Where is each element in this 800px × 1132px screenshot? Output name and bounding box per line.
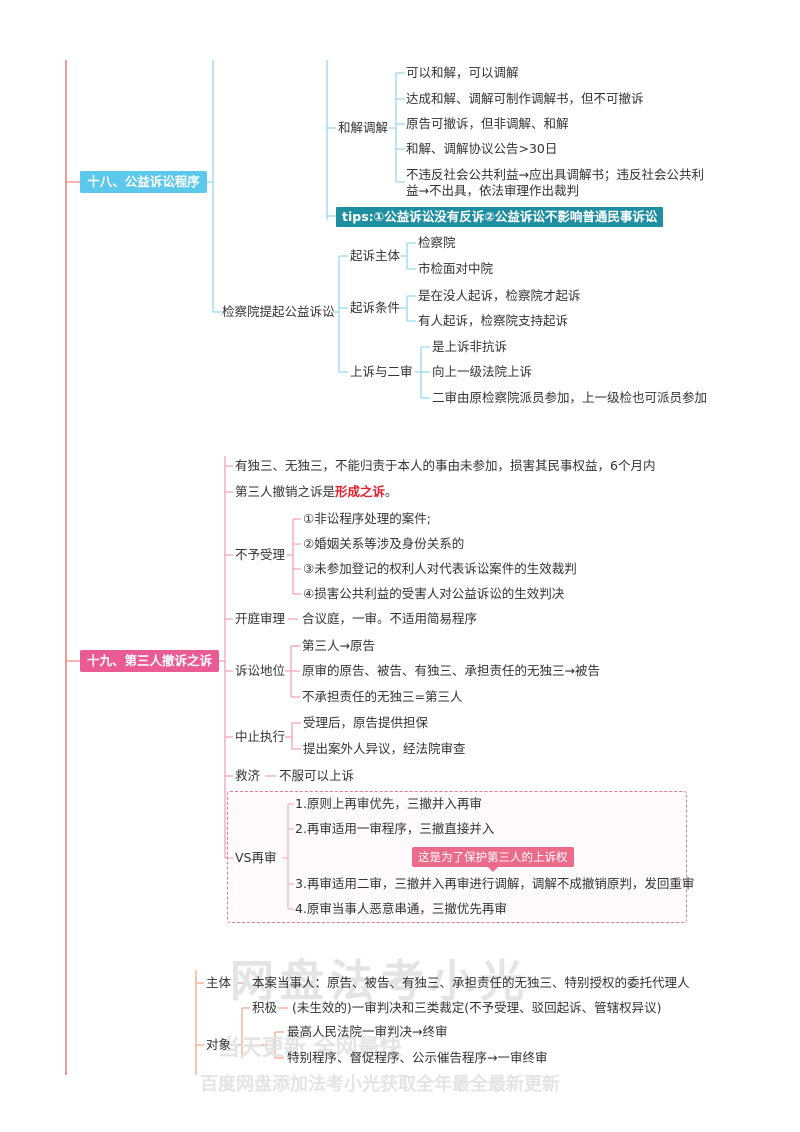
jiuji-node[interactable]: 救济 — [235, 768, 261, 783]
s19-item-2-post: 。 — [385, 484, 398, 499]
qisu-zhuti-item-1: 检察院 — [418, 235, 456, 250]
hejie-node[interactable]: 和解调解 — [338, 120, 389, 135]
diwei-item-1: 第三人→原告 — [302, 638, 375, 653]
qisu-tiaojian-item-1: 是在没人起诉，检察院才起诉 — [418, 288, 581, 303]
kaiting-value: 合议庭，一审。不适用简易程序 — [302, 611, 478, 626]
s20-duixiang-node[interactable]: 对象 — [206, 1037, 232, 1052]
s19-item-1: 有独三、无独三，不能归责于本人的事由未参加，损害其民事权益，6个月内 — [235, 458, 656, 473]
hejie-item-2: 达成和解、调解可制作调解书，但不可撤诉 — [406, 91, 644, 106]
s19-item-2-highlight: 形成之诉 — [335, 484, 386, 499]
s19-item-2: 第三人撤销之诉是形成之诉。 — [235, 484, 398, 500]
qisu-tiaojian-item-2: 有人起诉，检察院支持起诉 — [418, 313, 569, 328]
shangsu-item-3: 二审由原检察院派员参加，上一级检也可派员参加 — [432, 390, 708, 405]
watermark-bottom: 百度网盘添加法考小光获取全年最全最新更新 — [200, 1074, 560, 1095]
vs-item-2: 2.再审适用一审程序，三撤直接并入 — [295, 821, 495, 836]
vs-item-1: 1.原则上再审优先，三撤并入再审 — [295, 796, 482, 811]
vs-item-3: 3.再审适用二审，三撤并入再审进行调解，调解不成撤销原判，发回重审 — [295, 876, 695, 891]
qisu-tiaojian-node[interactable]: 起诉条件 — [350, 300, 401, 315]
hejie-item-3: 原告可撤诉，但非调解、和解 — [406, 116, 569, 131]
s20-duixiang-item-2: 特别程序、督促程序、公示催告程序→一审终审 — [287, 1050, 548, 1065]
buyu-item-1: ①非讼程序处理的案件; — [303, 511, 431, 526]
tips-banner: tips:①公益诉讼没有反诉②公益诉讼不影响普通民事诉讼 — [336, 207, 664, 227]
diwei-node[interactable]: 诉讼地位 — [235, 663, 286, 678]
hejie-item-1: 可以和解，可以调解 — [406, 65, 519, 80]
s20-zhuti-value: 本案当事人：原告、被告、有独三、承担责任的无独三、特别授权的委托代理人 — [252, 975, 690, 990]
vs-callout: 这是为了保护第三人的上诉权 — [412, 847, 574, 872]
s19-item-2-pre: 第三人撤销之诉是 — [235, 484, 336, 499]
s20-jiji-node[interactable]: 积极 — [252, 1000, 278, 1015]
zhongzhi-item-1: 受理后，原告提供担保 — [303, 715, 429, 730]
shangsu-item-1: 是上诉非抗诉 — [432, 339, 508, 354]
buyu-item-3: ③未参加登记的权利人对代表诉讼案件的生效裁判 — [303, 561, 577, 576]
diwei-item-3: 不承担责任的无独三=第三人 — [302, 689, 463, 704]
s20-jiji-value: (未生效的)一审判决和三类裁定(不予受理、驳回起诉、管辖权异议) — [292, 1000, 662, 1015]
shangsu-node[interactable]: 上诉与二审 — [350, 364, 413, 379]
buyu-item-4: ④损害公共利益的受害人对公益诉讼的生效判决 — [303, 586, 565, 601]
zhongzhi-item-2: 提出案外人异议，经法院审查 — [303, 741, 466, 756]
vs-node[interactable]: VS再审 — [235, 850, 277, 865]
s20-duixiang-item-1: 最高人民法院一审判决→终审 — [287, 1024, 448, 1039]
vs-item-4: 4.原审当事人恶意串通，三撤优先再审 — [295, 901, 507, 916]
section-18-node[interactable]: 十八、公益诉讼程序 — [80, 171, 207, 193]
watermark-mid: 当天更新 全网最快 — [218, 1036, 402, 1061]
watermark-large: 网盘法考小光 — [230, 956, 530, 1007]
buyu-item-2: ②婚姻关系等涉及身份关系的 — [303, 536, 465, 551]
hejie-item-4: 和解、调解协议公告>30日 — [406, 141, 558, 156]
qisu-zhuti-item-2: 市检面对中院 — [418, 261, 494, 276]
jiuji-value: 不服可以上诉 — [279, 768, 355, 783]
shangsu-item-2: 向上一级法院上诉 — [432, 364, 533, 379]
qisu-zhuti-node[interactable]: 起诉主体 — [350, 248, 401, 263]
zhongzhi-node[interactable]: 中止执行 — [235, 729, 286, 744]
s20-zhuti-node[interactable]: 主体 — [206, 975, 232, 990]
jianchayuan-node[interactable]: 检察院提起公益诉讼 — [222, 304, 335, 319]
section-19-node[interactable]: 十九、第三人撤诉之诉 — [80, 650, 219, 672]
diwei-item-2: 原审的原告、被告、有独三、承担责任的无独三→被告 — [302, 663, 600, 678]
kaiting-node[interactable]: 开庭审理 — [235, 611, 286, 626]
buyu-node[interactable]: 不予受理 — [235, 547, 286, 562]
hejie-item-5: 不违反社会公共利益→应出具调解书；违反社会公共利益→不出具，依法审理作出裁判 — [406, 167, 704, 198]
